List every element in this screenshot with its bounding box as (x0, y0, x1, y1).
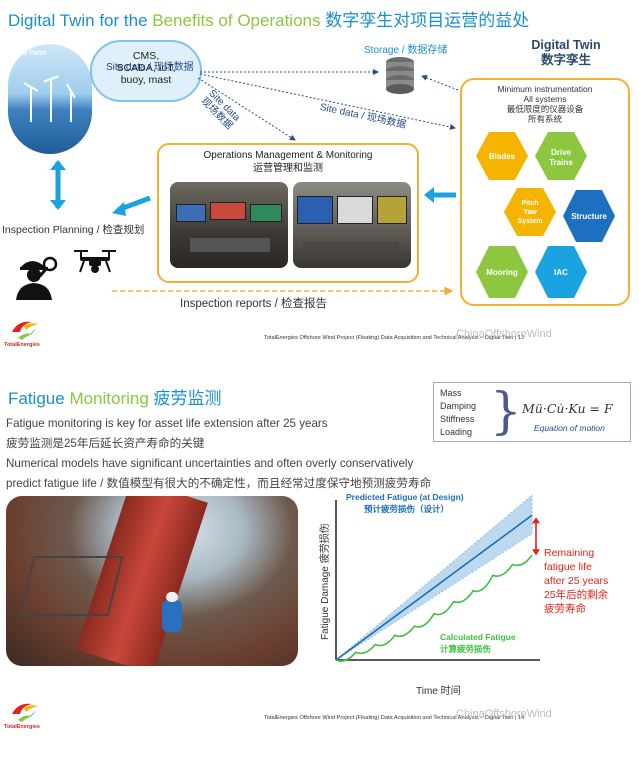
calculated-label-en: Calculated Fatigue (440, 632, 516, 642)
bullet-line: 疲劳监测是25年后延长资产寿命的关键 (6, 437, 205, 450)
cloud-line: SCADA, IoT, (116, 62, 176, 74)
turbine-icon (70, 92, 72, 122)
predicted-label-cn: 预计疲劳损伤（设计） (364, 504, 449, 514)
hex-structure: Structure (563, 190, 615, 242)
remaining-life-label: 疲劳寿命 (544, 602, 586, 615)
om-title: Operations Management & Monitoring 运营管理和… (203, 150, 373, 174)
storage-label: Storage / 数据存储 (364, 45, 448, 56)
bullet-line: Numerical models have significant uncert… (6, 457, 414, 470)
remaining-life-label: 25年后的剩余 (544, 588, 609, 601)
calculated-label-cn: 计算疲劳损伤 (440, 644, 492, 654)
offshore-structure-photo (6, 496, 298, 666)
control-room-photo-1 (170, 182, 288, 268)
slide2-footer: TotalEnergies Offshore Wind Project (Flo… (264, 715, 525, 721)
digital-twin-title: Digital Twin 数字孪生 (531, 38, 601, 67)
remaining-life-label: fatigue life (544, 561, 592, 573)
remaining-life-label: after 25 years (544, 575, 608, 587)
predicted-fatigue-line (335, 514, 533, 661)
fatigue-bullets: Fatigue monitoring is key for asset life… (6, 414, 466, 494)
inspector-icon (16, 256, 58, 300)
equation-box: Mass Damping Stiffness Loading } Mü·Cu̇·… (433, 382, 631, 442)
remaining-arrow-head-down (532, 549, 540, 556)
slide1-footer: TotalEnergies Offshore Wind Project (Flo… (264, 335, 525, 341)
uncertainty-band (335, 494, 533, 661)
totalenergies-logo-icon (12, 321, 38, 340)
cloud-line: buoy, mast (120, 74, 172, 86)
remaining-life-label: Remaining (544, 547, 594, 559)
svg-text:Drive: Drive (551, 148, 572, 157)
x-axis-label: Time 时间 (416, 684, 461, 697)
hexagon-cluster: Blades Drive Trains Pitch Yaw System Str… (476, 132, 615, 298)
arrow-dt-storage (421, 75, 459, 91)
database-icon (386, 57, 414, 94)
equation-caption: Equation of motion (534, 423, 605, 433)
svg-text:Yaw: Yaw (523, 209, 537, 216)
slide1-arrows (50, 69, 459, 296)
svg-text:Blades: Blades (489, 152, 516, 161)
svg-text:Mooring: Mooring (486, 268, 518, 277)
bullet-line: predict fatigue life / 数值模型有很大的不确定性，而且经常… (6, 477, 432, 490)
remaining-arrow-head-up (532, 517, 540, 524)
brace-icon: } (490, 382, 522, 440)
hex-drive-trains: Drive Trains (535, 132, 587, 180)
logo-text: TotalEnergies (4, 724, 40, 730)
slide1-title: Digital Twin for the Benefits of Operati… (8, 6, 529, 31)
control-room-photo-2 (293, 182, 411, 268)
wind-farm-photo (8, 44, 92, 154)
svg-text:Structure: Structure (571, 212, 607, 221)
digital-twin-slide: Digital Twin for the Benefits of Operati… (0, 0, 639, 360)
totalenergies-logo-icon (12, 703, 38, 722)
svg-text:Pitch: Pitch (521, 200, 538, 207)
om-box (157, 143, 419, 283)
y-axis-label: Fatigue Damage 疲劳损伤 (318, 523, 331, 640)
watermark: ChinaOffshoreWind (456, 708, 552, 720)
wind-farm-label: Wind Farm (10, 50, 47, 57)
svg-text:System: System (518, 218, 543, 225)
inspection-reports-label: Inspection reports / 检查报告 (180, 298, 327, 310)
calculated-fatigue-line (335, 554, 533, 662)
predicted-label-en: Predicted Fatigue (at Design) (346, 492, 464, 502)
data-sources-cloud: CMS, SCADA, IoT, buoy, mast (90, 40, 202, 102)
title-text-green: Benefits of Operations (152, 11, 321, 30)
title-text-blue: Digital Twin for the (8, 11, 153, 30)
turbine-icon (50, 80, 52, 122)
arrow-to-om (197, 77, 296, 141)
site-data-label-1: Site data / 现场数据 (106, 62, 194, 73)
hex-mooring: Mooring (476, 246, 528, 298)
cloud-line: CMS, (132, 50, 160, 62)
turbine-icon (30, 88, 32, 122)
bullet-line: Fatigue monitoring is key for asset life… (6, 417, 328, 430)
equation-terms: Mass Damping Stiffness Loading (440, 388, 477, 437)
hex-pitch-yaw: Pitch Yaw System (504, 188, 556, 236)
hex-blades: Blades (476, 132, 528, 180)
svg-text:IAC: IAC (554, 268, 568, 277)
watermark: ChinaOffshoreWind (456, 328, 552, 340)
logo-text: TotalEnergies (4, 342, 40, 348)
equation-of-motion: Mü·Cu̇·Ku = F (522, 401, 613, 416)
drone-icon (74, 250, 116, 273)
slide2-title: Fatigue Monitoring 疲劳监测 (8, 389, 222, 408)
fatigue-chart: Predicted Fatigue (at Design) 预计疲劳损伤（设计） C… (318, 492, 609, 697)
inspection-planning-label: Inspection Planning / 检查规划 (2, 224, 145, 236)
digital-twin-box (460, 78, 630, 306)
hex-iac: IAC (535, 246, 587, 298)
min-instrumentation-text: Minimum instrumentation All systems 最低限度… (497, 84, 593, 124)
title-text-cn: 数字孪生对项目运营的益处 (320, 11, 530, 30)
arrow-to-digital-twin (199, 73, 456, 130)
svg-text:Trains: Trains (549, 158, 573, 167)
fatigue-monitoring-slide: Fatigue Monitoring 疲劳监测 Mass Damping Sti… (0, 378, 639, 764)
